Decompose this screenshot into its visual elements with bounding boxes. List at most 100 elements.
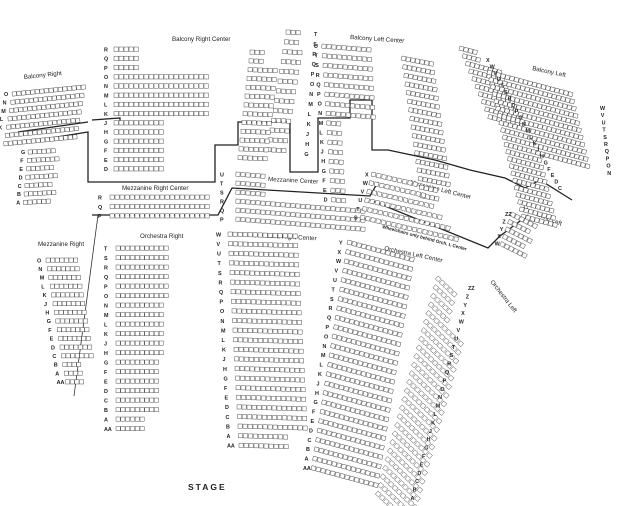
- seat[interactable]: [247, 232, 253, 238]
- seat[interactable]: [379, 346, 386, 353]
- seat[interactable]: [284, 98, 290, 104]
- seat[interactable]: [257, 232, 263, 238]
- seat[interactable]: [440, 400, 448, 408]
- seat[interactable]: [514, 213, 521, 221]
- seat[interactable]: [245, 385, 251, 391]
- seat[interactable]: [327, 53, 333, 59]
- seat[interactable]: [350, 466, 357, 473]
- seat[interactable]: [128, 129, 134, 135]
- seat[interactable]: [62, 110, 68, 116]
- seat[interactable]: [36, 129, 43, 135]
- seat[interactable]: [28, 97, 34, 103]
- seat[interactable]: [422, 339, 429, 347]
- seat[interactable]: [65, 118, 72, 124]
- seat[interactable]: [238, 347, 244, 352]
- seat[interactable]: [247, 111, 253, 117]
- seat[interactable]: [526, 147, 532, 154]
- seat[interactable]: [563, 90, 569, 96]
- seat[interactable]: [421, 168, 427, 174]
- seat[interactable]: [491, 91, 498, 98]
- seat[interactable]: [48, 275, 54, 280]
- seat[interactable]: [420, 67, 426, 74]
- seat[interactable]: [339, 473, 346, 479]
- seat[interactable]: [361, 243, 367, 250]
- seat[interactable]: [143, 138, 149, 144]
- seat[interactable]: [251, 395, 256, 401]
- seat[interactable]: [183, 83, 189, 89]
- seat[interactable]: [414, 365, 422, 373]
- seat[interactable]: [360, 468, 366, 475]
- seat[interactable]: [123, 65, 129, 71]
- seat[interactable]: [169, 213, 175, 219]
- seat[interactable]: [550, 214, 557, 221]
- seat[interactable]: [267, 112, 273, 118]
- seat[interactable]: [520, 225, 527, 232]
- seat[interactable]: [424, 160, 430, 167]
- seat[interactable]: [351, 368, 357, 375]
- seat[interactable]: [30, 166, 36, 171]
- seat[interactable]: [240, 280, 245, 285]
- seat[interactable]: [436, 288, 444, 295]
- seat[interactable]: [422, 229, 428, 235]
- seat[interactable]: [275, 290, 281, 296]
- seat[interactable]: [512, 144, 519, 150]
- seat[interactable]: [437, 154, 443, 161]
- seat[interactable]: [368, 480, 374, 487]
- seat[interactable]: [548, 207, 555, 214]
- seat[interactable]: [119, 213, 125, 219]
- seat[interactable]: [159, 213, 165, 219]
- seat[interactable]: [553, 100, 559, 107]
- seat[interactable]: [547, 200, 553, 207]
- seat[interactable]: [115, 293, 121, 298]
- seat[interactable]: [338, 150, 344, 156]
- seat[interactable]: [270, 85, 276, 91]
- seat[interactable]: [281, 396, 286, 401]
- seat[interactable]: [393, 262, 399, 268]
- seat[interactable]: [125, 264, 131, 270]
- seat[interactable]: [289, 262, 294, 268]
- seat[interactable]: [248, 347, 254, 353]
- seat[interactable]: [355, 467, 362, 474]
- seat[interactable]: [545, 85, 551, 92]
- seat[interactable]: [366, 460, 373, 467]
- seat[interactable]: [371, 462, 377, 468]
- seat[interactable]: [295, 291, 301, 296]
- seat[interactable]: [260, 209, 266, 215]
- seat[interactable]: [424, 127, 430, 133]
- seat[interactable]: [372, 295, 379, 302]
- seat[interactable]: [241, 120, 247, 125]
- seat[interactable]: [395, 488, 403, 496]
- seat[interactable]: [125, 426, 131, 431]
- seat[interactable]: [428, 153, 434, 159]
- seat[interactable]: [278, 338, 283, 344]
- seat[interactable]: [369, 255, 375, 262]
- seat[interactable]: [421, 415, 428, 422]
- seat[interactable]: [513, 110, 519, 117]
- seat[interactable]: [353, 290, 360, 297]
- seat[interactable]: [173, 111, 179, 117]
- seat[interactable]: [124, 213, 130, 219]
- seat[interactable]: [416, 100, 422, 106]
- seat[interactable]: [368, 85, 374, 91]
- seat[interactable]: [467, 48, 474, 54]
- seat[interactable]: [410, 124, 416, 130]
- seat[interactable]: [148, 166, 154, 172]
- seat[interactable]: [404, 255, 410, 262]
- seat[interactable]: [268, 103, 274, 109]
- seat[interactable]: [366, 274, 372, 281]
- seat[interactable]: [62, 275, 68, 280]
- seat[interactable]: [113, 111, 119, 117]
- seat[interactable]: [158, 129, 164, 135]
- seat[interactable]: [288, 243, 293, 248]
- seat[interactable]: [64, 257, 69, 263]
- seat[interactable]: [510, 170, 517, 177]
- seat[interactable]: [134, 283, 140, 289]
- seat[interactable]: [320, 467, 326, 474]
- seat[interactable]: [402, 483, 409, 491]
- seat[interactable]: [268, 252, 274, 257]
- seat[interactable]: [341, 198, 347, 204]
- seat[interactable]: [431, 178, 437, 185]
- seat[interactable]: [572, 146, 578, 153]
- seat[interactable]: [434, 330, 442, 337]
- seat[interactable]: [120, 302, 126, 308]
